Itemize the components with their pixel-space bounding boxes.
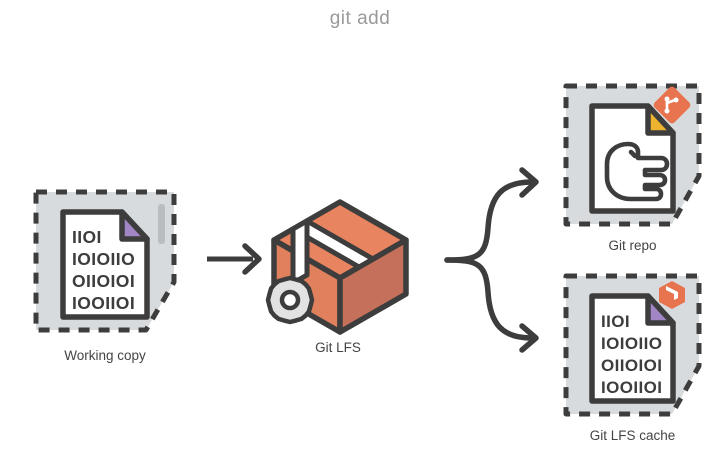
- binary-file-icon: IIOI IOIOIIO OIIOIOI IOOIIOI: [589, 293, 676, 404]
- svg-text:IOOIIOI: IOOIIOI: [72, 293, 135, 313]
- lfs-box-icon: [659, 281, 685, 309]
- arrow-lfs-to-lfs-cache: [444, 257, 539, 353]
- pointing-hand-file-icon: [589, 103, 676, 214]
- arrow-lfs-to-git-repo: [444, 167, 539, 263]
- node-git-lfs-cache[interactable]: IIOI IOIOIIO OIIOIOI IOOIIOI Git LFS cac…: [560, 270, 705, 443]
- arrow-branch-group: [440, 150, 570, 353]
- node-working-copy[interactable]: IIOI IOIOIIO OIIOIOI IOOIIOI Working cop…: [30, 186, 180, 363]
- diagram-title: git add: [329, 8, 391, 29]
- binary-file-icon: IIOI IOIOIIO OIIOIOI IOOIIOI: [60, 209, 150, 320]
- git-logo-icon: [653, 86, 691, 124]
- svg-text:IOOIIOI: IOOIIOI: [601, 378, 662, 397]
- package-box-icon: [271, 199, 409, 335]
- svg-text:IOIOIIO: IOIOIIO: [72, 249, 135, 269]
- svg-text:OIIOIOI: OIIOIOI: [72, 271, 135, 291]
- label-git-lfs: Git LFS: [315, 340, 361, 355]
- svg-text:IIOI: IIOI: [72, 227, 102, 247]
- svg-text:IOIOIIO: IOIOIIO: [601, 334, 662, 353]
- label-working-copy: Working copy: [64, 348, 146, 363]
- label-git-repo: Git repo: [608, 238, 657, 253]
- label-git-lfs-cache: Git LFS cache: [589, 428, 676, 443]
- arrow-working-copy-to-lfs: [203, 238, 269, 280]
- node-git-lfs[interactable]: Git LFS: [258, 192, 418, 355]
- gear-icon: [265, 275, 315, 325]
- svg-text:OIIOIOI: OIIOIOI: [601, 356, 662, 375]
- node-git-repo[interactable]: Git repo: [560, 80, 705, 253]
- svg-text:IIOI: IIOI: [601, 312, 630, 331]
